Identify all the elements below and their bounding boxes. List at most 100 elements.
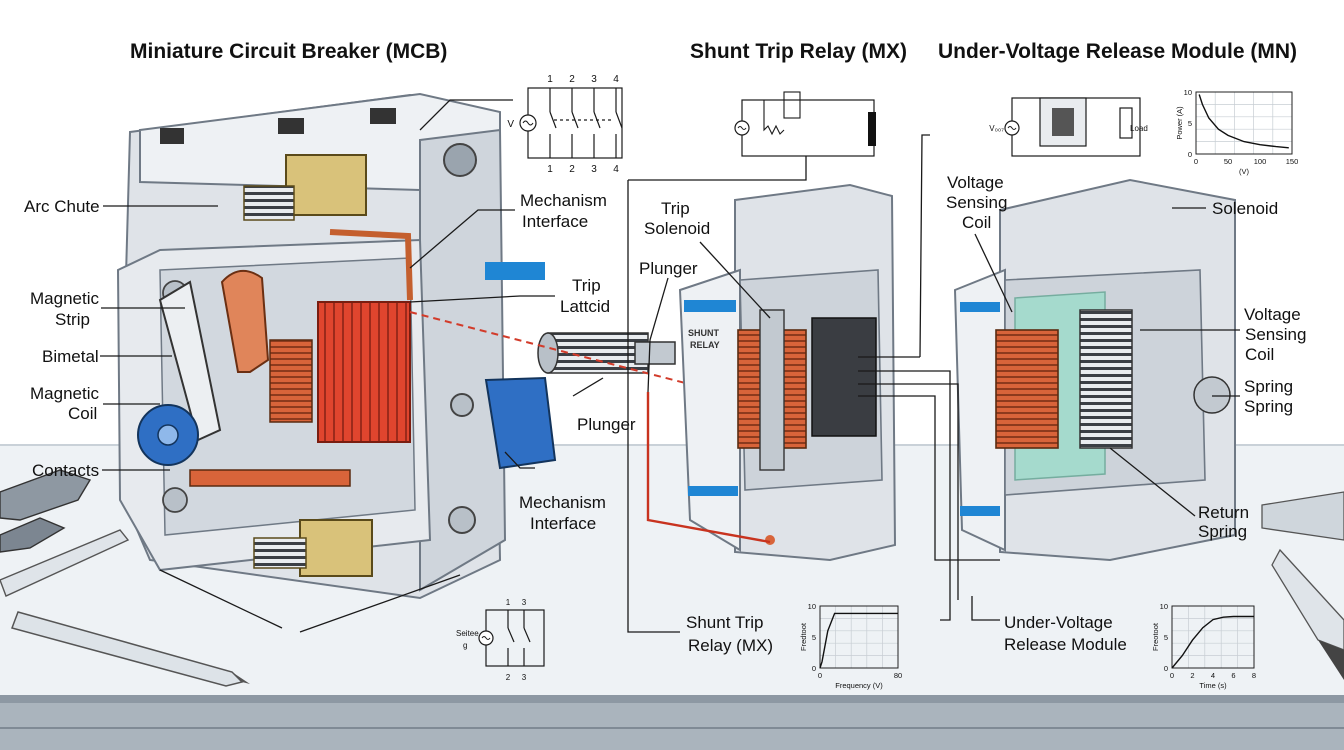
mx-labels: Trip Solenoid Plunger SHUNT RELAY Shunt … — [639, 199, 773, 655]
mcb-schematic-numbers: 1 2 3 4 1 2 3 4 V — [507, 74, 619, 175]
series-line — [1171, 615, 1254, 669]
mcb-schematic — [519, 87, 623, 159]
label-mechanism-interface-top: Mechanism — [520, 191, 607, 210]
label-trip-solenoid: Solenoid — [644, 219, 710, 238]
mcb-labels: Arc Chute Magnetic Strip Bimetal Magneti… — [24, 191, 636, 533]
mx-schematic — [734, 91, 876, 157]
x-tick-label: 150 — [1286, 157, 1299, 166]
label-voltage-sensing-coil-left: Sensing — [946, 193, 1007, 212]
label-magnetic-strip: Magnetic — [30, 289, 99, 308]
schematic-number: 1 — [547, 74, 553, 85]
y-axis-label: Power (A) — [1175, 106, 1184, 140]
schematic-number: 4 — [613, 74, 619, 85]
label-shunt-trip-relay: Relay (MX) — [688, 636, 773, 655]
label-magnetic-coil: Magnetic — [30, 384, 99, 403]
schematic-number: 3 — [522, 598, 527, 607]
y-tick-label: 5 — [1164, 633, 1168, 642]
label-solenoid: Solenoid — [1212, 199, 1278, 218]
pliers-left-illustration — [0, 469, 92, 553]
series-line — [1198, 94, 1289, 149]
mcb-illustration — [116, 92, 721, 633]
title-mn: Under-Voltage Release Module (MN) — [938, 40, 1297, 63]
under-voltage-release-illustration — [919, 134, 1236, 621]
x-tick-label: 0 — [1194, 157, 1198, 166]
label-under-voltage-release: Release Module — [1004, 635, 1127, 654]
x-tick-label: 4 — [1211, 671, 1215, 680]
x-tick-label: 0 — [818, 671, 822, 680]
y-tick-label: 0 — [812, 664, 816, 673]
y-tick-label: 0 — [1188, 150, 1192, 159]
label-voltage-sensing-coil-right: Sensing — [1245, 325, 1306, 344]
label-shunt-trip-relay: Shunt Trip — [686, 613, 764, 632]
schematic-number: 3 — [522, 673, 527, 682]
bottom-switch-schematic — [478, 609, 545, 667]
relay-body-text: RELAY — [690, 340, 720, 350]
y-tick-label: 10 — [1160, 602, 1168, 611]
shunt-trip-relay-illustration — [646, 183, 950, 562]
mn-load-label: Load — [1130, 124, 1148, 133]
y-tick-label: 5 — [812, 633, 816, 642]
label-arc-chute: Arc Chute — [24, 197, 100, 216]
schematic-number: 3 — [591, 74, 597, 85]
bottom-schematic-label: Seitee — [456, 629, 479, 638]
mn-schematic — [1004, 97, 1141, 157]
label-plunger: Plunger — [639, 259, 698, 278]
plot-frame — [819, 605, 899, 669]
x-axis-label: Time (s) — [1199, 681, 1227, 690]
label-mechanism-interface-bottom: Mechanism — [519, 493, 606, 512]
label-contacts: Contacts — [32, 461, 99, 480]
plot-frame — [1171, 605, 1255, 669]
mn-leaders — [971, 207, 1240, 621]
x-tick-label: 80 — [894, 671, 902, 680]
bottom-switch-schematic-labels: Seitee g 1 3 2 3 — [456, 598, 527, 682]
mn-source-label: V₀₀₇ — [989, 124, 1004, 133]
y-axis-label: Freotoot — [1151, 622, 1160, 651]
label-magnetic-strip: Strip — [55, 310, 90, 329]
y-tick-label: 10 — [808, 602, 816, 611]
schematic-number: 1 — [506, 598, 511, 607]
label-under-voltage-release: Under-Voltage — [1004, 613, 1113, 632]
label-mechanism-interface-top: Interface — [522, 212, 588, 231]
schematic-number: 2 — [569, 164, 575, 175]
label-magnetic-coil: Coil — [68, 404, 97, 423]
y-axis-label: Fredtoot — [799, 622, 808, 651]
mn-labels: Voltage Sensing Coil Solenoid Voltage Se… — [946, 173, 1306, 654]
x-tick-label: 0 — [1170, 671, 1174, 680]
x-axis-label: (V) — [1239, 167, 1250, 176]
label-spring: Spring — [1244, 377, 1293, 396]
label-trip-latch: Trip — [572, 276, 601, 295]
y-tick-label: 10 — [1184, 88, 1192, 97]
schematic-number: 1 — [547, 164, 553, 175]
schematic-number: 4 — [613, 164, 619, 175]
mn-schematic-labels: V₀₀₇ Load — [989, 124, 1148, 133]
schematic-number: 2 — [569, 74, 575, 85]
title-mx: Shunt Trip Relay (MX) — [690, 40, 907, 63]
x-tick-label: 2 — [1190, 671, 1194, 680]
label-voltage-sensing-coil-right: Coil — [1245, 345, 1274, 364]
schematic-number: 2 — [506, 673, 511, 682]
schematic-number: 3 — [591, 164, 597, 175]
x-tick-label: 8 — [1252, 671, 1256, 680]
label-return-spring: Return — [1198, 503, 1249, 522]
ruler-right-illustration — [1261, 491, 1344, 680]
series-line — [819, 612, 898, 669]
label-voltage-sensing-coil-left: Coil — [962, 213, 991, 232]
x-tick-label: 50 — [1224, 157, 1232, 166]
x-tick-label: 100 — [1254, 157, 1267, 166]
x-tick-label: 6 — [1231, 671, 1235, 680]
label-voltage-sensing-coil-left: Voltage — [947, 173, 1004, 192]
label-bimetal: Bimetal — [42, 347, 99, 366]
label-voltage-sensing-coil-right: Voltage — [1244, 305, 1301, 324]
mcb-leaders — [100, 99, 604, 471]
label-plunger-left: Plunger — [577, 415, 636, 434]
x-axis-label: Frequency (V) — [835, 681, 883, 690]
mx-leaders — [627, 156, 807, 633]
label-trip-latch: Lattcid — [560, 297, 610, 316]
bottom-schematic-label: g — [463, 641, 467, 650]
plot-frame — [1195, 91, 1293, 155]
y-tick-label: 5 — [1188, 119, 1192, 128]
